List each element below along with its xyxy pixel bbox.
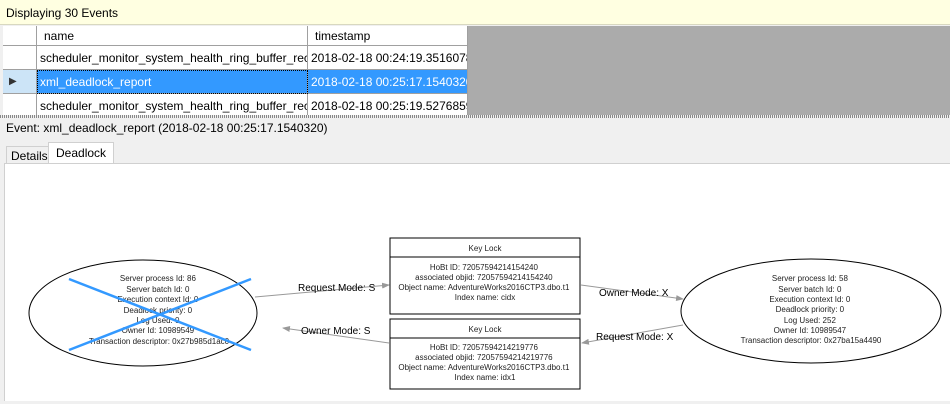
- event-timestamp-cell[interactable]: 2018-02-18 00:24:19.3516078: [308, 46, 468, 70]
- event-details-label: Event: xml_deadlock_report (2018-02-18 0…: [6, 121, 328, 135]
- event-count-status: Displaying 30 Events: [0, 0, 950, 25]
- event-name-cell-selected[interactable]: xml_deadlock_report: [37, 70, 308, 94]
- column-header-timestamp[interactable]: timestamp: [308, 26, 468, 46]
- row-header[interactable]: [3, 46, 37, 70]
- edge-label: Request Mode: X: [596, 332, 674, 343]
- events-grid[interactable]: name timestamp scheduler_monitor_system_…: [3, 26, 950, 118]
- event-name-cell[interactable]: scheduler_monitor_system_health_ring_buf…: [37, 46, 308, 70]
- lock-title: Key Lock: [469, 244, 503, 253]
- process-details: Server process Id: 58 Server batch Id: 0…: [741, 274, 882, 345]
- edge-owner-x: Owner Mode: X: [580, 284, 684, 302]
- edge-owner-s: Owner Mode: S: [282, 326, 390, 344]
- key-lock-node[interactable]: Key Lock HoBt ID: 72057594214219776 asso…: [389, 318, 581, 390]
- edge-request-s: Request Mode: S: [254, 282, 390, 298]
- deadlock-graph: Request Mode: S Owner Mode: X Request Mo…: [4, 163, 950, 401]
- lock-details: HoBt ID: 72057594214154240 associated ob…: [398, 263, 571, 302]
- victim-cross-icon: [68, 277, 252, 352]
- key-lock-node[interactable]: Key Lock HoBt ID: 72057594214154240 asso…: [389, 237, 581, 315]
- edge-label: Owner Mode: X: [599, 288, 669, 299]
- event-name-cell[interactable]: scheduler_monitor_system_health_ring_buf…: [37, 94, 308, 118]
- process-node[interactable]: Server process Id: 58 Server batch Id: 0…: [680, 258, 942, 364]
- edge-label: Owner Mode: S: [301, 326, 371, 337]
- column-header-name[interactable]: name: [37, 26, 308, 46]
- lock-title: Key Lock: [469, 325, 503, 334]
- tab-deadlock[interactable]: Deadlock: [48, 142, 115, 165]
- row-header-current[interactable]: ▶: [3, 70, 37, 94]
- lock-details: HoBt ID: 72057594214219776 associated ob…: [398, 343, 571, 382]
- edge-request-x: Request Mode: X: [581, 324, 684, 345]
- row-header[interactable]: [3, 94, 37, 118]
- panel-splitter[interactable]: [0, 115, 950, 118]
- row-header-corner: [3, 26, 37, 46]
- process-node-victim[interactable]: Server process Id: 86 Server batch Id: 0…: [28, 259, 258, 367]
- process-details: Server process Id: 86 Server batch Id: 0…: [89, 274, 230, 346]
- event-timestamp-cell-selected[interactable]: 2018-02-18 00:25:17.1540320: [308, 70, 468, 94]
- edge-label: Request Mode: S: [298, 283, 376, 294]
- current-row-arrow-icon: ▶: [9, 76, 17, 87]
